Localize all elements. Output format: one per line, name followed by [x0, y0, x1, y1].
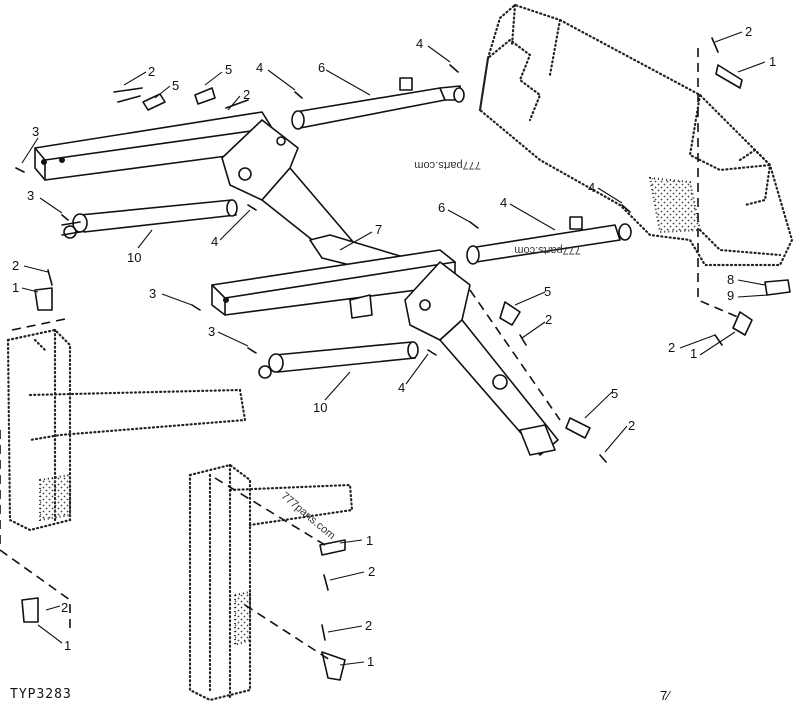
left-mount-bracket-outline: [6, 328, 247, 532]
callout-label: 4: [256, 60, 263, 75]
watermark: 777parts.com: [414, 159, 481, 171]
callout-label: 3: [208, 324, 215, 339]
callout-label: 2: [243, 87, 250, 102]
callout-label: 9: [727, 288, 734, 303]
callout-label: 5: [172, 78, 179, 93]
callout-label: 6: [318, 60, 325, 75]
callout-label: 1: [367, 654, 374, 669]
callout-label: 1: [12, 280, 19, 295]
callout-label: 2: [368, 564, 375, 579]
callout-label: 1: [64, 638, 71, 653]
callout-label: 5: [544, 284, 551, 299]
callout-label: 2: [365, 618, 372, 633]
callout-labels: 1 2 2 5 5 2 4 6 4 3 3 10 4 4 6 4 7 3 3 1…: [12, 24, 776, 669]
callout-label: 2: [148, 64, 155, 79]
cylinder-upper-left: [61, 199, 238, 239]
callout-label: 3: [149, 286, 156, 301]
cylinder-lower-right: [466, 216, 632, 265]
callout-label: 4: [416, 36, 423, 51]
callout-label: 8: [727, 272, 734, 287]
callout-label: 1: [690, 346, 697, 361]
bottom-mount-bracket-outline: [188, 463, 354, 702]
callout-label: 2: [61, 600, 68, 615]
leader-lines: [21, 31, 769, 666]
callout-label: 2: [745, 24, 752, 39]
callout-label: 2: [545, 312, 552, 327]
callout-label: 10: [127, 250, 141, 265]
main-frame-weldment: [34, 111, 559, 456]
callout-label: 10: [313, 400, 327, 415]
corner-mark: 7⁄: [660, 688, 671, 703]
callout-label: 5: [611, 386, 618, 401]
callout-label: 2: [668, 340, 675, 355]
callout-label: 1: [366, 533, 373, 548]
callout-label: 2: [628, 418, 635, 433]
callout-label: 1: [769, 54, 776, 69]
callout-label: 4: [211, 234, 218, 249]
callout-label: 7: [375, 222, 382, 237]
callout-label: 5: [225, 62, 232, 77]
callout-label: 3: [27, 188, 34, 203]
callout-label: 2: [12, 258, 19, 273]
callout-label: 4: [500, 195, 507, 210]
callout-label: 4: [398, 380, 405, 395]
loader-bucket-outline: [478, 3, 794, 267]
cylinder-lower-left: [258, 341, 419, 379]
callout-label: 4: [588, 180, 595, 195]
figure-code: TYP3283: [10, 687, 72, 702]
small-parts: [15, 37, 791, 681]
cylinder-upper-right: [291, 77, 465, 130]
callout-label: 3: [32, 124, 39, 139]
callout-label: 6: [438, 200, 445, 215]
assembly-dash-lines: [0, 48, 741, 661]
watermark: 777parts.com: [514, 244, 581, 256]
